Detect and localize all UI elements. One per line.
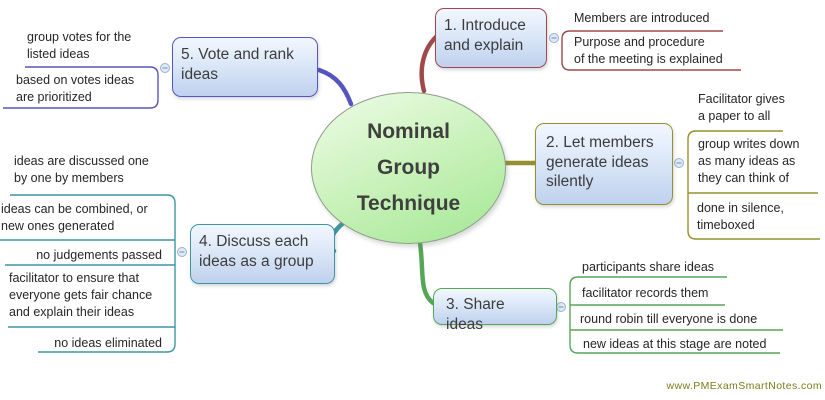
collapse-button-branch-2[interactable]	[674, 158, 684, 168]
note-group-votes[interactable]: group votes for the listed ideas	[27, 30, 132, 61]
branch-3-curve	[417, 240, 436, 306]
note-ideas-discussed-one-by-one[interactable]: ideas are discussed one by one by member…	[14, 154, 149, 185]
branch-3-child-lines	[569, 276, 780, 354]
note-facilitator-records[interactable]: facilitator records them	[582, 286, 709, 300]
topic-let-members-generate-ideas[interactable]: 2. Let members generate ideas silently	[535, 123, 673, 205]
central-topic[interactable]: Nominal Group Technique	[311, 92, 506, 244]
note-facilitator-fair-chance[interactable]: facilitator to ensure that everyone gets…	[9, 271, 153, 319]
note-round-robin[interactable]: round robin till everyone is done	[580, 312, 758, 326]
topic-share-ideas[interactable]: 3. Share ideas	[433, 288, 557, 333]
topic-discuss-each-ideas[interactable]: 4. Discuss each ideas as a group	[190, 224, 335, 284]
branch-2-child-lines	[687, 130, 820, 240]
note-facilitator-gives-paper[interactable]: Facilitator gives a paper to all	[698, 92, 785, 123]
branch-1-curve	[419, 33, 440, 94]
branch-5-curve	[316, 67, 354, 107]
note-new-ideas-noted[interactable]: new ideas at this stage are noted	[583, 337, 767, 351]
note-group-writes-ideas[interactable]: group writes down as many ideas as they …	[698, 137, 800, 185]
note-participants-share[interactable]: participants share ideas	[582, 260, 715, 274]
note-members-introduced[interactable]: Members are introduced	[574, 11, 710, 25]
collapse-button-branch-3[interactable]	[556, 302, 566, 312]
note-no-ideas-eliminated[interactable]: no ideas eliminated	[54, 336, 162, 350]
branch-1-child-lines	[561, 30, 741, 71]
branch-4-child-lines	[10, 194, 176, 353]
note-done-in-silence[interactable]: done in silence, timeboxed	[697, 201, 784, 232]
collapse-button-branch-1[interactable]	[549, 33, 559, 43]
note-votes-prioritized[interactable]: based on votes ideas are prioritized	[16, 73, 135, 104]
note-ideas-combined[interactable]: ideas can be combined, or new ones gener…	[1, 202, 148, 233]
note-purpose-procedure[interactable]: Purpose and procedure of the meeting is …	[574, 35, 723, 66]
watermark-url: www.PMExamSmartNotes.com	[666, 380, 822, 392]
collapse-button-branch-4[interactable]	[177, 247, 187, 257]
topic-introduce-and-explain[interactable]: 1. Introduce and explain	[435, 8, 547, 68]
note-no-judgements[interactable]: no judgements passed	[36, 248, 162, 262]
topic-vote-and-rank-ideas[interactable]: 5. Vote and rank ideas	[172, 37, 318, 97]
collapse-button-branch-5[interactable]	[160, 63, 170, 73]
branch-5-child-lines	[3, 66, 159, 109]
